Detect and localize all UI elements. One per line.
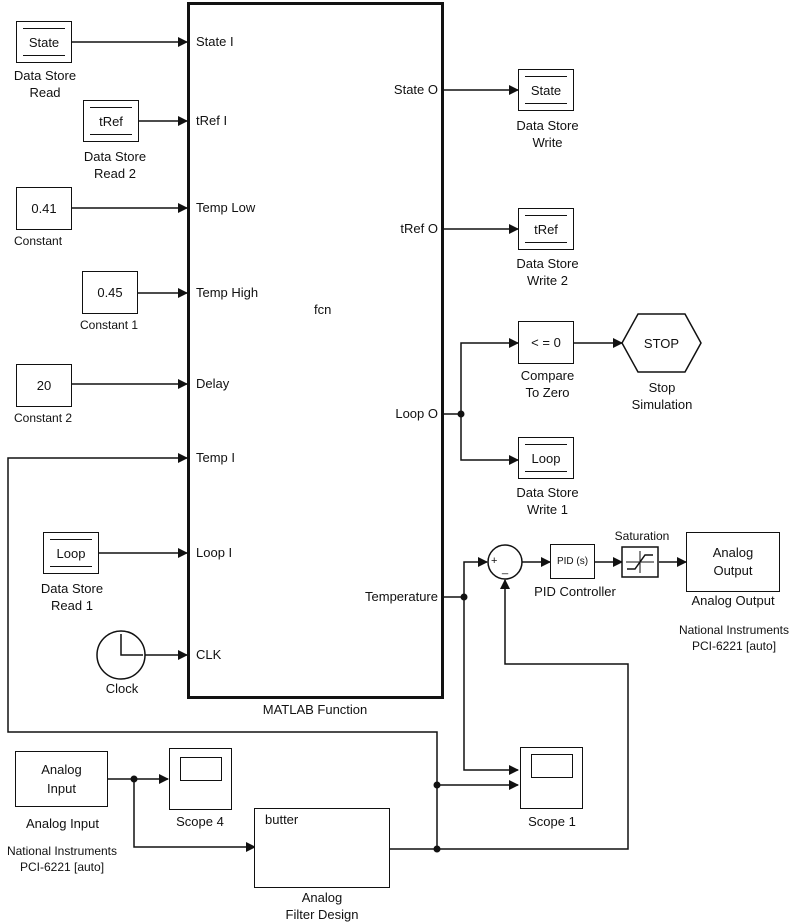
matlab-function-block[interactable] (187, 2, 444, 699)
data-store-write-label: Data Store Write (516, 118, 579, 150)
analog-input-block[interactable]: Analog Input (15, 751, 108, 807)
compare-expression: < = 0 (531, 335, 561, 350)
scope-4-block[interactable] (169, 748, 232, 810)
wire-loop-write (460, 414, 519, 465)
clock-label: Clock (105, 681, 139, 696)
saturation-label: Saturation (614, 529, 670, 543)
port-loop-in: Loop I (196, 545, 233, 560)
port-state-in: State I (196, 34, 234, 49)
scope-1-label: Scope 1 (528, 814, 576, 829)
constant-block[interactable]: 0.41 (16, 187, 72, 230)
constant-2-label: Constant 2 (14, 411, 73, 425)
stop-text: STOP (643, 335, 680, 351)
filter-type: butter (265, 812, 299, 827)
analog-input-device: National Instruments PCI-6221 [auto] (6, 844, 118, 874)
constant-label: Constant (14, 234, 63, 248)
wire-temp-sum (463, 557, 488, 597)
data-store-name: Loop (531, 450, 561, 466)
wire-ai-filter (133, 779, 256, 852)
data-store-name: Loop (56, 545, 86, 561)
wire-temp-scope1 (463, 597, 519, 775)
saturation-curve-icon (627, 554, 653, 570)
function-name: fcn (314, 302, 332, 317)
data-store-name: State (530, 82, 562, 98)
branch-point (457, 410, 465, 418)
compare-to-zero-label: Compare To Zero (520, 368, 575, 400)
port-state-out: State O (393, 82, 438, 97)
port-loop-out: Loop O (395, 406, 438, 421)
sum-block[interactable] (487, 544, 523, 580)
pid-controller-label: PID Controller (534, 584, 616, 599)
scope-4-label: Scope 4 (176, 814, 224, 829)
wire-filter-out (390, 579, 629, 850)
constant-1-label: Constant 1 (80, 318, 139, 332)
clock-hands-icon (120, 634, 143, 656)
analog-output-text: Analog Output (712, 545, 754, 578)
pid-type: PID (s) (556, 556, 589, 567)
scope-screen-icon (531, 754, 573, 778)
data-store-write-block[interactable]: State (518, 69, 574, 111)
scope-1-block[interactable] (520, 747, 583, 809)
port-temperature-out: Temperature (365, 589, 438, 604)
data-store-name: tRef (99, 113, 123, 129)
analog-filter-design-label: Analog Filter Design (285, 890, 359, 922)
constant-value: 0.41 (31, 201, 57, 216)
port-tref-in: tRef I (196, 113, 228, 128)
port-clk-in: CLK (196, 647, 222, 662)
port-tref-out: tRef O (400, 221, 438, 236)
constant-2-block[interactable]: 20 (16, 364, 72, 407)
constant-value: 20 (36, 378, 52, 393)
analog-filter-design-block[interactable]: butter (254, 808, 390, 888)
data-store-read-1-block[interactable]: Loop (43, 532, 99, 574)
branch-point (460, 593, 468, 601)
constant-value: 0.45 (97, 285, 123, 300)
scope-screen-icon (180, 757, 222, 781)
data-store-read-block[interactable]: State (16, 21, 72, 63)
constant-1-block[interactable]: 0.45 (82, 271, 138, 314)
stop-simulation-block[interactable] (621, 313, 702, 373)
branch-point (433, 845, 441, 853)
analog-output-block[interactable]: Analog Output (686, 532, 780, 592)
sum-minus-sign: _ (502, 563, 509, 575)
data-store-write-1-block[interactable]: Loop (518, 437, 574, 479)
clock-block[interactable] (96, 630, 146, 680)
port-delay-in: Delay (196, 376, 230, 391)
stop-simulation-label: Stop Simulation (631, 380, 693, 412)
port-temp-in: Temp I (196, 450, 236, 465)
pid-controller-block[interactable]: PID (s) (550, 544, 595, 579)
data-store-read-2-block[interactable]: tRef (83, 100, 139, 142)
compare-to-zero-block[interactable]: < = 0 (518, 321, 574, 364)
data-store-name: tRef (534, 221, 558, 237)
wire-temp-in (7, 453, 438, 849)
analog-input-label: Analog Input (25, 816, 99, 831)
analog-output-label: Analog Output (691, 593, 775, 608)
wire-loop-compare (460, 338, 519, 414)
data-store-read-2-label: Data Store Read 2 (83, 149, 147, 181)
data-store-write-2-label: Data Store Write 2 (516, 256, 579, 288)
port-temphigh-in: Temp High (196, 285, 259, 300)
saturation-block[interactable] (621, 546, 659, 578)
data-store-write-1-label: Data Store Write 1 (516, 485, 579, 517)
analog-input-text: Analog Input (41, 762, 82, 796)
data-store-read-label: Data Store Read (13, 68, 77, 100)
matlab-function-label: MATLAB Function (262, 702, 368, 717)
data-store-name: State (28, 34, 60, 50)
analog-output-device: National Instruments PCI-6221 [auto] (678, 623, 790, 653)
sum-plus-sign: + (491, 555, 498, 567)
data-store-write-2-block[interactable]: tRef (518, 208, 574, 250)
branch-point (130, 775, 138, 783)
port-templow-in: Temp Low (196, 200, 256, 215)
data-store-read-1-label: Data Store Read 1 (40, 581, 104, 613)
branch-point (433, 781, 441, 789)
